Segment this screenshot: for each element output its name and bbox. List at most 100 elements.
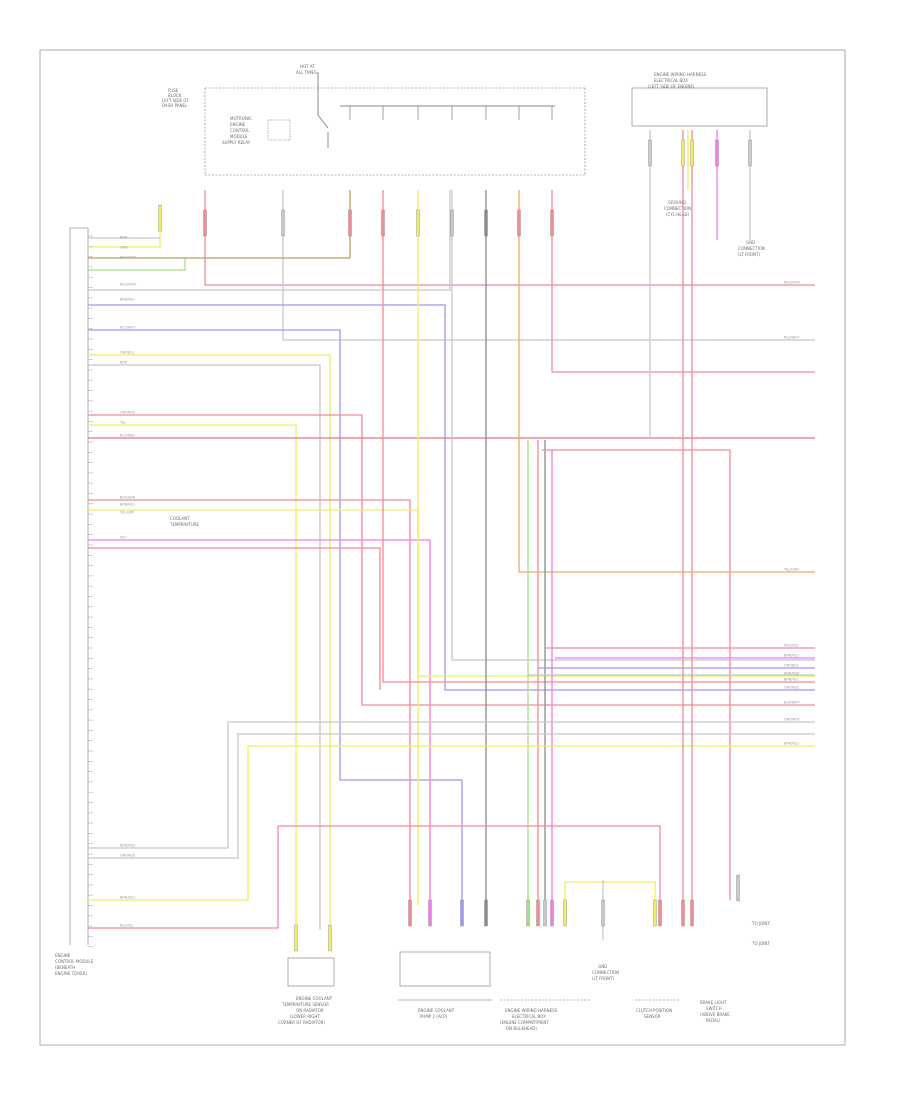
right-wire-labels: RED/WHTBLU/WHTYEL/GRNRED/BLUBRN/BLUGRY/B… (784, 281, 801, 746)
left-wire-label: YEL (120, 421, 126, 425)
diagram-frame (39, 49, 846, 1046)
fuse-block (204, 72, 586, 176)
ground-top-right-b-line-2: CONNECTION (738, 246, 765, 251)
wire-blue-comp2 (88, 329, 463, 905)
inline-connector (563, 899, 567, 927)
wire-red-drop-1 (382, 190, 815, 683)
inline-connector (460, 899, 464, 927)
ground-top-right-line-3: (CYL HEAD) (666, 212, 690, 217)
wire-red-vert (88, 547, 381, 690)
component-1-label-line-1: ENGINE COOLANT (296, 996, 333, 1001)
inline-connector (408, 899, 412, 927)
inline-connector (648, 139, 652, 167)
left-wire-label: BRN/BLU (120, 298, 135, 302)
inline-connector (526, 899, 530, 927)
left-wire-label: RED/WHT (120, 256, 137, 260)
inline-connector (450, 209, 454, 237)
component-4-label-line-1: CLUTCH POSITION (636, 1008, 672, 1013)
ecm-label-line-3: (BENEATH (55, 965, 75, 970)
fuse-label-line-3: LEFT SIDE OF (162, 98, 189, 103)
inline-connector (681, 139, 685, 167)
fuse-label-line-1: FUSE (168, 88, 179, 93)
hot-label-line-1: HOT AT (300, 64, 315, 69)
inline-connector (484, 209, 488, 237)
component-1-box (287, 957, 335, 987)
inline-connector (517, 209, 521, 237)
left-wire-label: GRY/BLU (120, 351, 135, 355)
wire-orange (518, 190, 815, 573)
wire-blue-long (88, 304, 815, 691)
ecm-label-line-1: ENGINE (55, 953, 71, 958)
top-right-label-line-3: (LEFT SIDE OF ENGINE) (648, 84, 695, 89)
ground-bottom-line-2: CONNECTION (592, 970, 619, 975)
inline-connector (653, 899, 657, 927)
top-right-label-line-2: ELECTRICAL BOX (654, 78, 688, 83)
wire-sensor-loop (564, 881, 656, 905)
left-wire-label: BRN (120, 236, 128, 240)
component-5-label-line-3: (ABOVE BRAKE (700, 1012, 730, 1017)
inline-connector (294, 924, 298, 952)
inline-connector (550, 899, 554, 927)
component-1-label-line-2: TEMPERATURE SENSOR (281, 1002, 329, 1007)
hot-label-line-2: ALL TIMES (296, 70, 317, 75)
ground-bottom-line-1: GND (598, 964, 607, 969)
left-wire-label: BLK/GRN (120, 496, 136, 500)
coolant-label-line-1: COOLANT (170, 516, 190, 521)
component-1-label-line-3: ON RADIATOR (296, 1008, 324, 1013)
inline-connector (428, 899, 432, 927)
fuse-label-line-4: DASH PANEL (162, 103, 188, 108)
right-wire-label: BRN/RED (784, 672, 800, 676)
left-wire-label: BRN (120, 361, 128, 365)
ecm-connector (69, 227, 93, 948)
wire-grey-low-2 (88, 733, 815, 859)
component-5-label-line-2: SWITCH (706, 1006, 722, 1011)
right-wire-label: RED/BLU (784, 644, 799, 648)
wire-grey-second (282, 190, 815, 341)
wire-yellow-drop (417, 190, 815, 677)
to-joint-label-2: TO JOINT (751, 941, 770, 946)
right-wire-label: BRN/BLU (784, 742, 799, 746)
top-right-label-line-1: ENGINE WIRING HARNESS (654, 72, 707, 77)
component-3-label-line-3: (ENGINE COMPARTMENT (500, 1020, 549, 1025)
right-wire-label: BLK/WHT (784, 701, 800, 705)
inline-connector (736, 874, 740, 902)
left-wire-label: VIO (120, 536, 126, 540)
ground-top-right-line-2: CONNECTION (664, 206, 691, 211)
relay-label-line-2: ENGINE (230, 122, 246, 127)
ground-top-right-line-1: GROUND (668, 200, 686, 205)
right-wire-label: BRN/BLU (784, 654, 799, 658)
inline-connector (484, 899, 488, 927)
left-wire-label: BRN/BLU (120, 503, 135, 507)
wire-red-low (88, 825, 661, 929)
wire-layer (88, 130, 815, 952)
relay-label-line-5: SUPPLY RELAY (222, 140, 251, 145)
inline-connector (381, 209, 385, 237)
ground-top-right-b-line-1: GND (746, 240, 755, 245)
right-wire-label: BRN/YEL (784, 678, 799, 682)
wire-grey-3 (88, 190, 451, 291)
component-1-label-line-5: CORNER OF RADIATOR) (278, 1020, 325, 1025)
inline-connector (158, 204, 162, 232)
inline-connector (681, 899, 685, 927)
wire-red-comp2 (88, 499, 411, 905)
inline-connector (543, 899, 547, 927)
right-wire-label: BLU/WHT (784, 336, 801, 340)
ecm-pin-list (88, 235, 93, 948)
wire-yellow-comp2 (88, 509, 419, 905)
right-wire-label: GRY/BLU (784, 664, 799, 668)
left-wire-label: GRN (120, 246, 128, 250)
fuse-label-line-2: BLOCK (168, 93, 182, 98)
left-wire-label: BRN/RED (120, 844, 136, 848)
right-wire-label: YEL/GRN (784, 568, 799, 572)
relay-label-line-1: MOTRONIC (230, 116, 252, 121)
to-joint-label-1: TO JOINT (751, 921, 770, 926)
right-wire-label: GRY/RED (784, 686, 799, 690)
right-wire-label: GRY/WHT (784, 718, 801, 722)
left-wire-label: BLU/RED (120, 434, 135, 438)
component-5-label-line-4: PEDAL) (706, 1018, 721, 1023)
inline-connector (416, 209, 420, 237)
wire-grey-low-1 (88, 721, 815, 849)
component-4-label-line-2: SENSOR (644, 1014, 661, 1019)
inline-connector (690, 139, 694, 167)
wire-grey-4 (88, 364, 321, 930)
